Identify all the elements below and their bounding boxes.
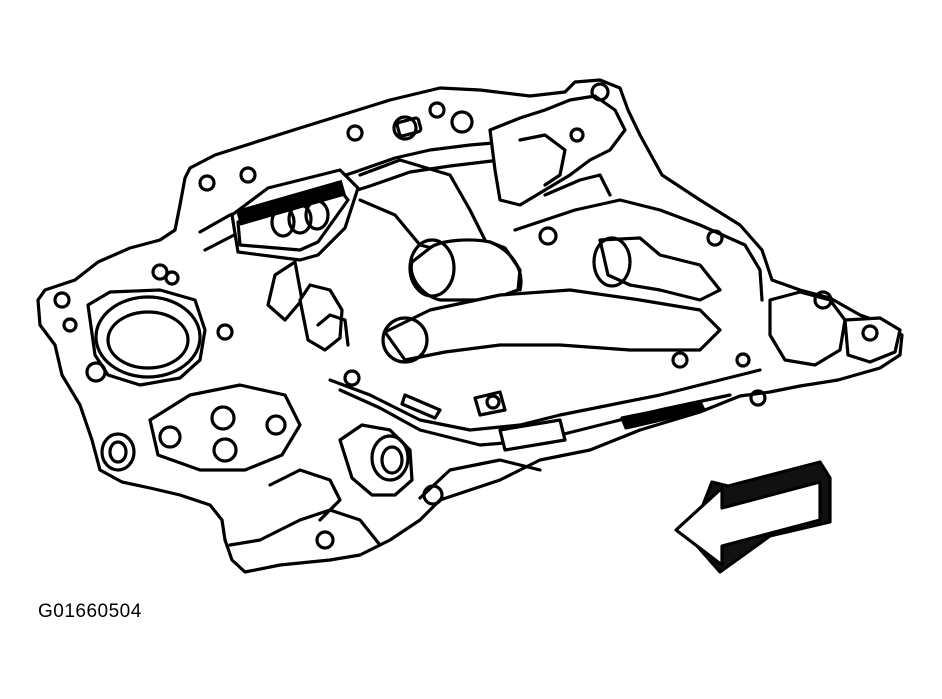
flange-hole-1 — [158, 425, 182, 449]
bore-3 — [304, 199, 330, 231]
bolt-holes — [53, 82, 879, 550]
flange-hole-2 — [210, 405, 236, 431]
throttle-mount-left-top — [235, 179, 347, 226]
left-rail-slot — [400, 393, 442, 420]
runner-bar-end — [381, 316, 429, 364]
top-slot — [395, 116, 423, 138]
runner-tube-end — [408, 238, 456, 298]
lower-rail — [328, 368, 762, 432]
bottom-web — [228, 508, 382, 547]
lower-rail-slot — [620, 400, 706, 430]
runner-finger-1 — [266, 260, 304, 322]
flange-hole-4 — [265, 414, 287, 436]
plenum-right — [513, 198, 764, 302]
flange-hole-3 — [212, 437, 238, 463]
runner-tube-top — [488, 240, 523, 292]
runner-finger-2 — [298, 283, 344, 352]
runner-finger-3 — [316, 313, 350, 347]
water-outlet — [338, 423, 414, 497]
water-outlet-bore — [370, 434, 410, 482]
water-outlet-bore-inner — [380, 445, 404, 475]
bottom-web-2 — [268, 468, 342, 522]
front-direction-arrow — [674, 460, 832, 574]
arrow-face — [674, 480, 822, 567]
center-slot — [473, 390, 507, 417]
lower-rail-slot-2 — [498, 418, 567, 452]
top-right-bracket — [488, 94, 627, 207]
figure-id-label: G01660504 — [38, 601, 142, 622]
bore-2 — [287, 203, 313, 235]
bracket-detail — [518, 133, 567, 187]
lower-left-port-inner — [108, 440, 128, 464]
bottom-web-3 — [418, 458, 542, 500]
thermostat-opening — [94, 295, 202, 379]
runner-tube — [409, 238, 522, 302]
right-boss — [768, 290, 847, 367]
runner-bar — [383, 288, 722, 362]
bore-1 — [270, 206, 296, 238]
runner-tube-right-end — [592, 236, 632, 288]
lower-left-port — [100, 432, 136, 472]
thermostat-opening-inner — [106, 310, 190, 370]
bracket-detail-2 — [543, 173, 612, 197]
